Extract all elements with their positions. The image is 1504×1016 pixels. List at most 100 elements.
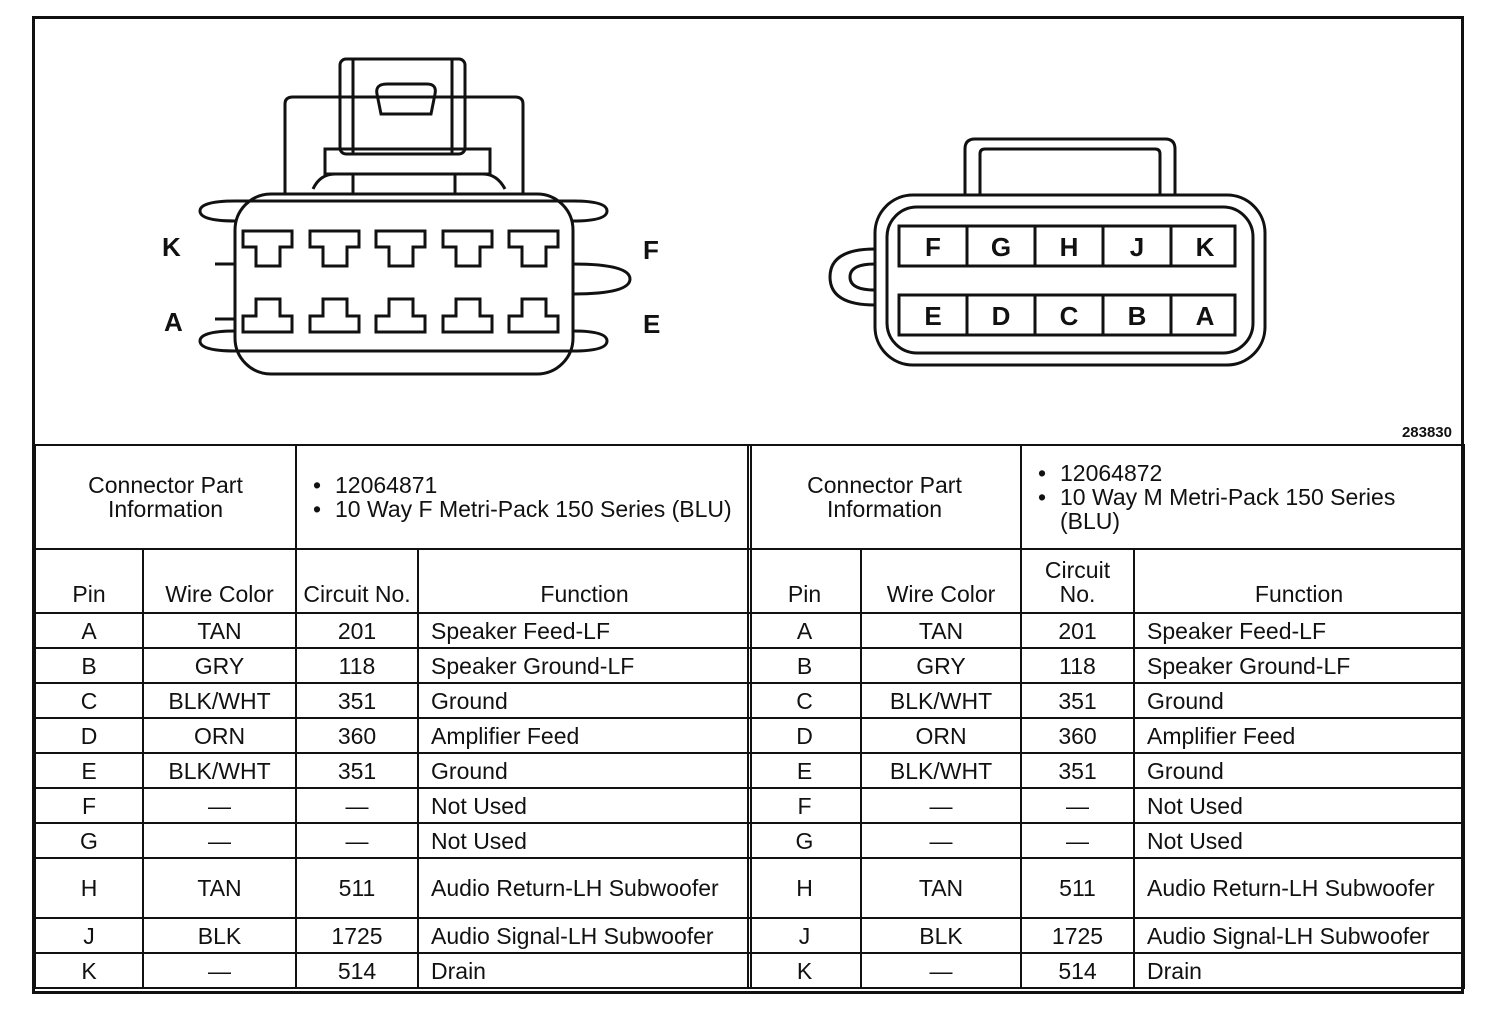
pin-cell: F: [747, 787, 862, 824]
circuit-cell: 360: [1020, 717, 1136, 754]
wire-color-cell: TAN: [859, 612, 1023, 649]
header-function: Function: [1133, 548, 1466, 614]
wire-color-cell: BLK/WHT: [141, 682, 298, 719]
function-cell: Audio Return-LH Subwoofer: [1133, 857, 1466, 919]
header-pin: Pin: [747, 548, 862, 614]
header-function: Function: [417, 548, 753, 614]
male-label-b: B: [1128, 301, 1147, 331]
function-cell: Speaker Feed-LF: [417, 612, 753, 649]
pin-cell: C: [747, 682, 862, 719]
wire-color-cell: —: [859, 952, 1023, 989]
circuit-cell: —: [1020, 787, 1136, 824]
female-label-e: E: [643, 309, 660, 339]
wire-color-cell: BLK/WHT: [859, 682, 1023, 719]
part-info-value: 12064872 10 Way M Metri-Pack 150 Series …: [1020, 444, 1466, 550]
wire-color-cell: BLK: [141, 917, 298, 954]
female-connector-table: Connector Part Information 12064871 10 W…: [33, 444, 753, 989]
wire-color-cell: TAN: [141, 612, 298, 649]
wire-color-cell: BLK: [859, 917, 1023, 954]
pin-cell: F: [34, 787, 144, 824]
wire-color-cell: —: [859, 787, 1023, 824]
wire-color-cell: GRY: [141, 647, 298, 684]
circuit-cell: 1725: [1020, 917, 1136, 954]
wire-color-cell: BLK/WHT: [859, 752, 1023, 789]
pin-cell: K: [747, 952, 862, 989]
male-label-e: E: [924, 301, 941, 331]
function-cell: Ground: [417, 752, 753, 789]
wire-color-cell: ORN: [141, 717, 298, 754]
function-cell: Ground: [1133, 682, 1466, 719]
circuit-cell: —: [1020, 822, 1136, 859]
pin-cell: E: [34, 752, 144, 789]
circuit-cell: 201: [295, 612, 420, 649]
part-info-label: Connector Part Information: [746, 444, 1023, 550]
pin-cell: E: [747, 752, 862, 789]
wire-color-cell: BLK/WHT: [141, 752, 298, 789]
function-cell: Drain: [417, 952, 753, 989]
wire-color-cell: TAN: [141, 857, 298, 919]
circuit-cell: 511: [1020, 857, 1136, 919]
circuit-cell: 351: [1020, 752, 1136, 789]
wire-color-cell: TAN: [859, 857, 1023, 919]
pin-cell: A: [747, 612, 862, 649]
function-cell: Drain: [1133, 952, 1466, 989]
circuit-cell: 351: [295, 752, 420, 789]
table-row: G——Not Used: [747, 822, 1466, 859]
function-cell: Audio Signal-LH Subwoofer: [1133, 917, 1466, 954]
female-connector-drawing: [198, 57, 632, 376]
circuit-cell: 360: [295, 717, 420, 754]
pin-cell: B: [747, 647, 862, 684]
pin-cell: H: [747, 857, 862, 919]
pin-cell: J: [747, 917, 862, 954]
male-connector-table: Connector Part Information 12064872 10 W…: [746, 444, 1466, 989]
part-info-label: Connector Part Information: [33, 444, 298, 550]
function-cell: Speaker Ground-LF: [1133, 647, 1466, 684]
wire-color-cell: —: [141, 787, 298, 824]
pin-cell: A: [34, 612, 144, 649]
function-cell: Speaker Feed-LF: [1133, 612, 1466, 649]
circuit-cell: —: [295, 787, 420, 824]
header-circuit: Circuit No.: [1020, 548, 1136, 614]
circuit-cell: 118: [295, 647, 420, 684]
male-label-h: H: [1060, 232, 1079, 262]
circuit-cell: 201: [1020, 612, 1136, 649]
wire-color-cell: —: [859, 822, 1023, 859]
function-cell: Ground: [417, 682, 753, 719]
function-cell: Not Used: [1133, 822, 1466, 859]
function-cell: Not Used: [417, 822, 753, 859]
function-cell: Not Used: [417, 787, 753, 824]
circuit-cell: 1725: [295, 917, 420, 954]
male-label-d: D: [992, 301, 1011, 331]
wire-color-cell: —: [141, 952, 298, 989]
male-label-g: G: [991, 232, 1011, 262]
female-label-f: F: [643, 235, 659, 265]
female-top-terminals: [241, 229, 560, 268]
pin-cell: C: [34, 682, 144, 719]
pin-cell: D: [34, 717, 144, 754]
function-cell: Speaker Ground-LF: [417, 647, 753, 684]
female-label-k: K: [162, 232, 181, 262]
part-description: 10 Way M Metri-Pack 150 Series (BLU): [1038, 485, 1457, 533]
pin-cell: K: [34, 952, 144, 989]
female-bottom-terminals: [241, 297, 560, 334]
part-description: 10 Way F Metri-Pack 150 Series (BLU): [313, 497, 744, 521]
wire-color-cell: —: [141, 822, 298, 859]
connector-diagram: K A F E F G H J K E D C B A: [162, 57, 1267, 376]
header-pin: Pin: [34, 548, 144, 614]
function-cell: Audio Signal-LH Subwoofer: [417, 917, 753, 954]
pin-cell: H: [34, 857, 144, 919]
table-row: G——Not Used: [34, 822, 753, 859]
circuit-cell: 511: [295, 857, 420, 919]
table-row: F——Not Used: [34, 787, 753, 824]
figure-id: 283830: [1401, 424, 1452, 441]
